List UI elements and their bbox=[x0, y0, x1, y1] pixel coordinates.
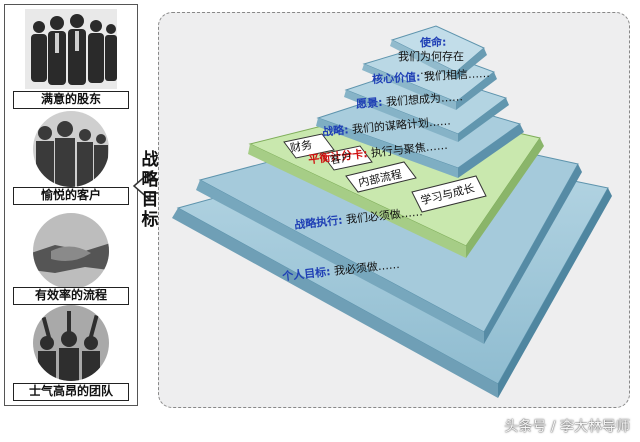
photo-business-group bbox=[25, 9, 117, 89]
caption-customers: 愉悦的客户 bbox=[13, 187, 129, 205]
card-processes: 有效率的流程 bbox=[13, 211, 129, 305]
card-shareholders: 满意的股东 bbox=[13, 9, 129, 109]
watermark: 头条号 / 李大林导师 bbox=[504, 419, 630, 435]
caption-processes: 有效率的流程 bbox=[13, 287, 129, 305]
photo-handshake bbox=[25, 211, 117, 291]
photo-customer-crowd bbox=[25, 109, 117, 189]
caption-team: 士气高昂的团队 bbox=[13, 383, 129, 401]
photo-celebrating-team bbox=[25, 303, 117, 383]
card-team: 士气高昂的团队 bbox=[13, 303, 129, 401]
strategic-goals-label: 战略目标 bbox=[141, 150, 159, 230]
caption-shareholders: 满意的股东 bbox=[13, 91, 129, 109]
left-panel: 满意的股东 愉悦的客户 bbox=[4, 4, 138, 406]
mission-text: 我们为何存在…… bbox=[398, 50, 464, 77]
card-customers: 愉悦的客户 bbox=[13, 109, 129, 205]
